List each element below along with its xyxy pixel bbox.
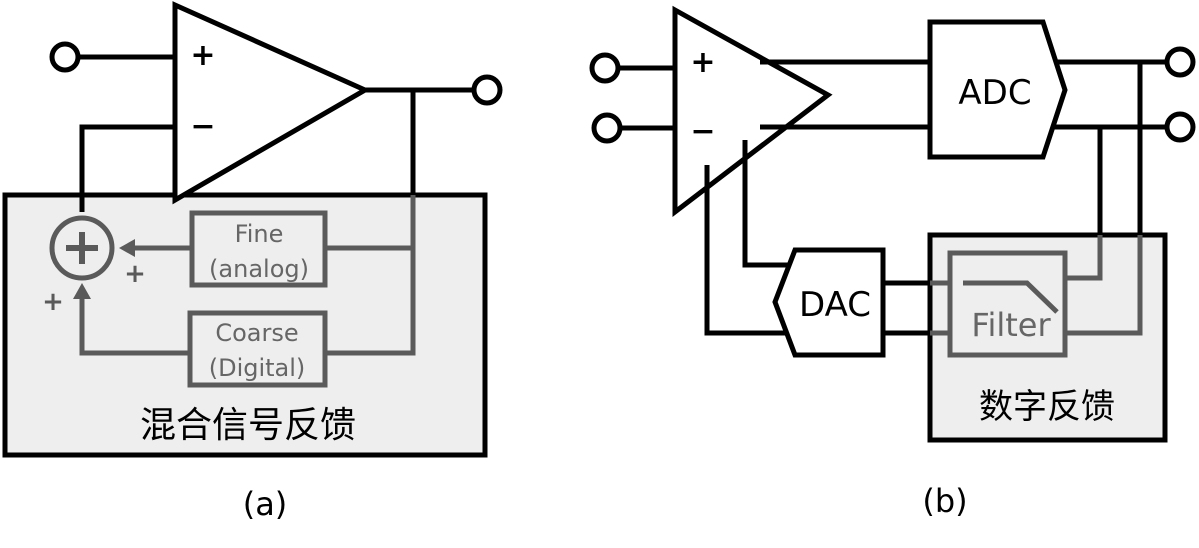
- output-terminal: [471, 74, 503, 106]
- input-terminal: [49, 41, 81, 73]
- output-terminal-2: [1164, 111, 1196, 143]
- lowpass-response-icon: [963, 280, 1059, 314]
- input-terminal-plus: [589, 52, 621, 84]
- minus-input-label: −: [690, 114, 715, 149]
- panel-a: + − Fine (analog) Coarse (Digital) + + 混…: [2, 1, 503, 523]
- dac-block: [772, 247, 886, 358]
- digital-label: (Digital): [209, 354, 306, 382]
- mixed-feedback-label: 混合信号反馈: [140, 405, 356, 446]
- wires-b-gray: [930, 235, 1143, 336]
- minus-input-label: −: [190, 109, 215, 144]
- wires-a-gray: [79, 195, 416, 356]
- analog-label: (analog): [209, 255, 309, 283]
- sum-plus-right: +: [124, 259, 146, 289]
- wires-a: [78, 54, 473, 212]
- coarse-digital-block: [187, 310, 328, 388]
- dac-label: DAC: [799, 285, 871, 325]
- output-terminal-1: [1164, 46, 1196, 78]
- fine-label: Fine: [235, 220, 284, 248]
- panel-b: + − ADC DAC Filter 数字反馈 (b): [589, 5, 1196, 520]
- fine-analog-block: [189, 210, 328, 288]
- arrow-head-fine: [119, 239, 135, 257]
- op-amp: [172, 1, 371, 205]
- adc-block: [927, 19, 1068, 160]
- plus-input-label: +: [190, 38, 215, 73]
- input-terminal-minus: [591, 112, 623, 144]
- coarse-label: Coarse: [215, 319, 298, 347]
- filter-label: Filter: [971, 306, 1051, 344]
- caption-a: (a): [243, 485, 288, 523]
- sum-plus-bottom: +: [42, 287, 64, 317]
- op-amp: [672, 5, 833, 218]
- plus-input-label: +: [690, 45, 715, 80]
- arrow-head-coarse: [73, 283, 91, 299]
- adc-label: ADC: [958, 73, 1031, 113]
- plus-icon: [66, 232, 98, 264]
- digital-feedback-label: 数字反馈: [979, 387, 1115, 427]
- wires-b: [618, 59, 1167, 336]
- caption-b: (b): [922, 482, 967, 520]
